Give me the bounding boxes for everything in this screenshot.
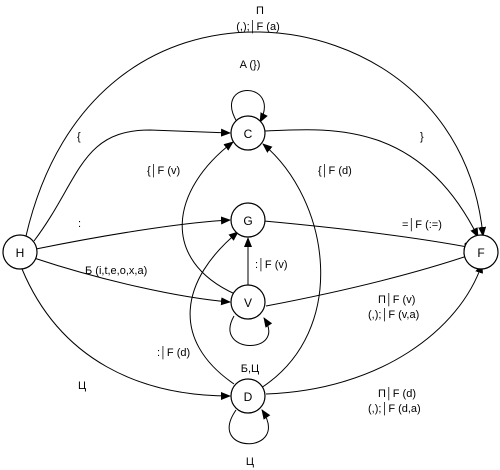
label-d-loop: Ц — [246, 456, 254, 468]
edge-d-f — [265, 263, 483, 395]
label-v-f-2: (,);│F (v,a) — [368, 307, 419, 322]
edge-d-self-loop — [228, 409, 271, 445]
label-v-c: {│F (v) — [147, 163, 180, 178]
label-v-loop: Б,Ц — [241, 363, 259, 375]
edge-h-v — [33, 257, 231, 306]
label-h-v: Б (i,t,e,o,x,a) — [85, 265, 147, 277]
edge-v-f — [265, 253, 474, 307]
edge-h-c — [33, 128, 231, 242]
node-g: G — [230, 202, 266, 238]
label-g-f: =│F (:=) — [402, 217, 442, 232]
node-v-label: V — [244, 296, 252, 310]
edge-g-f — [263, 220, 474, 251]
node-h: H — [2, 234, 38, 270]
label-h-f-1: П — [256, 5, 264, 17]
edge-h-f — [25, 31, 487, 237]
label-h-d: Ц — [78, 380, 86, 392]
edge-v-c — [181, 141, 236, 295]
edge-d-g — [189, 231, 239, 385]
node-f: F — [463, 234, 499, 270]
node-d: D — [230, 378, 266, 414]
label-d-f-1: П│F (d) — [378, 386, 416, 401]
label-c-f: } — [420, 131, 424, 143]
edge-h-g — [35, 216, 231, 250]
node-g-label: G — [243, 214, 252, 228]
edge-c-self-loop — [231, 90, 268, 123]
label-d-g: :│F (d) — [157, 345, 190, 360]
label-h-c: { — [77, 131, 81, 143]
node-c-label: C — [244, 127, 253, 141]
edge-d-c — [260, 143, 322, 389]
label-c-loop: A (}) — [240, 59, 261, 71]
edge-labels: П (,);│F (a) A (}) { } {│F (v) {│F (d) :… — [77, 5, 442, 468]
edge-c-f — [263, 129, 479, 238]
edge-h-d — [21, 268, 231, 400]
nodes: H C G V D F — [2, 115, 499, 414]
label-h-f-2: (,);│F (a) — [236, 19, 280, 34]
label-v-f-1: П│F (v) — [378, 292, 415, 307]
label-d-f-2: (,);│F (d,a) — [368, 401, 421, 416]
edge-v-self-loop — [229, 315, 273, 346]
node-v: V — [230, 284, 266, 320]
label-d-c: {│F (d) — [318, 163, 352, 178]
label-h-g: : — [78, 218, 81, 230]
node-c: C — [230, 115, 266, 151]
node-f-label: F — [477, 246, 484, 260]
edges — [21, 31, 487, 445]
node-h-label: H — [16, 246, 25, 260]
node-d-label: D — [244, 390, 253, 404]
label-v-g: :│F (v) — [255, 257, 288, 272]
